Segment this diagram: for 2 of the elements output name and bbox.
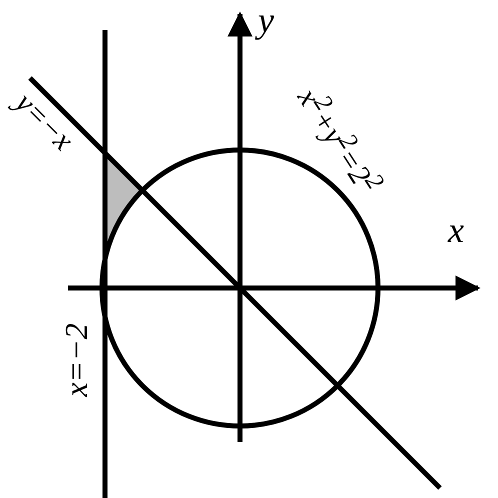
line-equation: x=−2 xyxy=(60,323,92,397)
axis-label: x xyxy=(448,212,464,248)
